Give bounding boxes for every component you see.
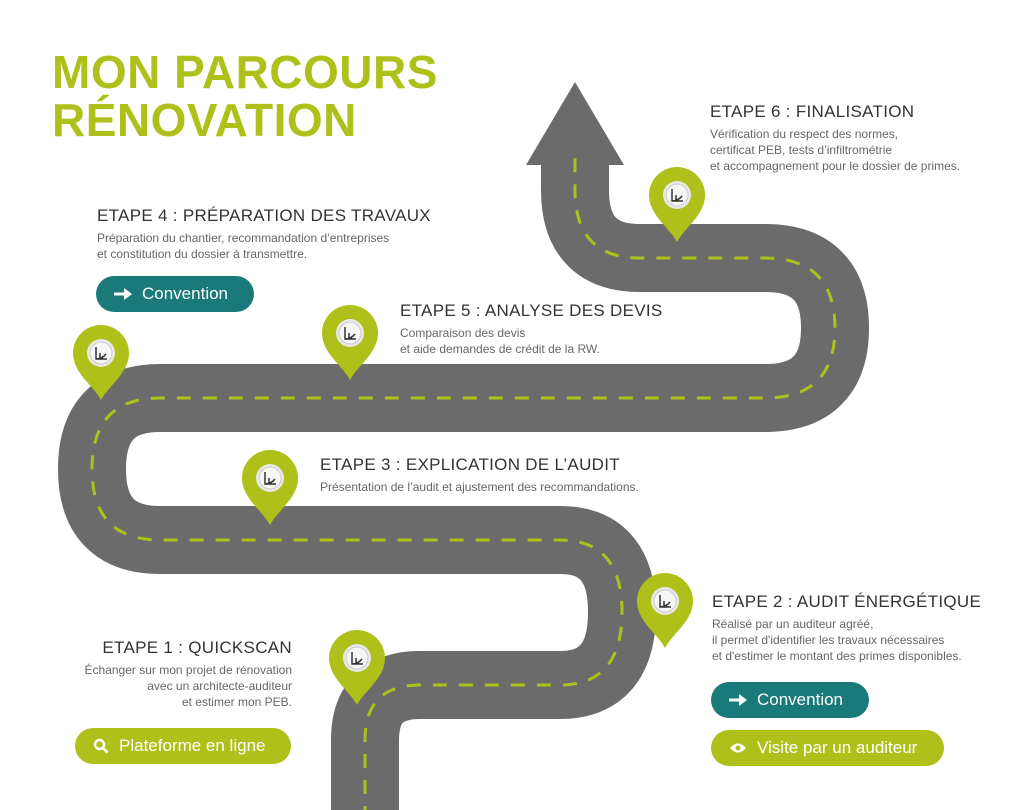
step-title: ETAPE 3 : EXPLICATION DE L’AUDIT [320,455,620,474]
step-title: ETAPE 1 : QUICKSCAN [102,638,292,657]
platform-button[interactable]: Plateforme en ligne [75,728,291,764]
visit-button[interactable]: Visite par un auditeur [711,730,944,766]
eye-icon [730,743,746,753]
title-line-2: RÉNOVATION [52,94,357,146]
step-description: Préparation du chantier, recommandation … [97,231,390,261]
step-2: ETAPE 2 : AUDIT ÉNERGÉTIQUE Réalisé par … [712,592,981,664]
page-title: MON PARCOURS RÉNOVATION [52,48,438,144]
map-pin-step-1 [327,628,387,706]
button-label: Plateforme en ligne [119,736,266,755]
step-description: Échanger sur mon projet de rénovation av… [84,663,292,709]
step-description: Vérification du respect des normes, cert… [710,127,961,173]
button-label: Convention [142,284,229,303]
step-title: ETAPE 4 : PRÉPARATION DES TRAVAUX [97,206,431,225]
road-center-line [90,150,837,810]
convention-button-step-4[interactable]: Convention [96,276,254,312]
step-4: ETAPE 4 : PRÉPARATION DES TRAVAUX Prépar… [97,206,431,262]
map-pin-step-4 [71,323,131,401]
title-line-1: MON PARCOURS [52,46,438,98]
search-icon [93,738,109,754]
step-title: ETAPE 6 : FINALISATION [710,102,915,121]
convention-button-step-2[interactable]: Convention [711,682,869,718]
step-5: ETAPE 5 : ANALYSE DES DEVIS Comparaison … [400,301,663,357]
map-pin-step-5 [320,303,380,381]
step-title: ETAPE 5 : ANALYSE DES DEVIS [400,301,663,320]
map-pin-step-2 [635,571,695,649]
step-description: Comparaison des devis et aide demandes d… [400,326,600,356]
map-pin-step-6 [647,165,707,243]
step-title: ETAPE 2 : AUDIT ÉNERGÉTIQUE [712,592,982,611]
road-arrow-head [526,82,624,165]
step-description: Réalisé par un auditeur agréé, il permet… [712,617,962,663]
step-description: Présentation de l’audit et ajustement de… [320,480,639,494]
button-label: Visite par un auditeur [757,738,918,757]
map-pin-step-3 [240,448,300,526]
button-label: Convention [757,690,844,709]
step-3: ETAPE 3 : EXPLICATION DE L’AUDIT Présent… [320,455,639,495]
arrow-right-icon [114,288,132,300]
arrow-right-icon [729,694,747,706]
step-1: ETAPE 1 : QUICKSCAN Échanger sur mon pro… [85,638,292,710]
step-6: ETAPE 6 : FINALISATION Vérification du r… [710,102,960,174]
